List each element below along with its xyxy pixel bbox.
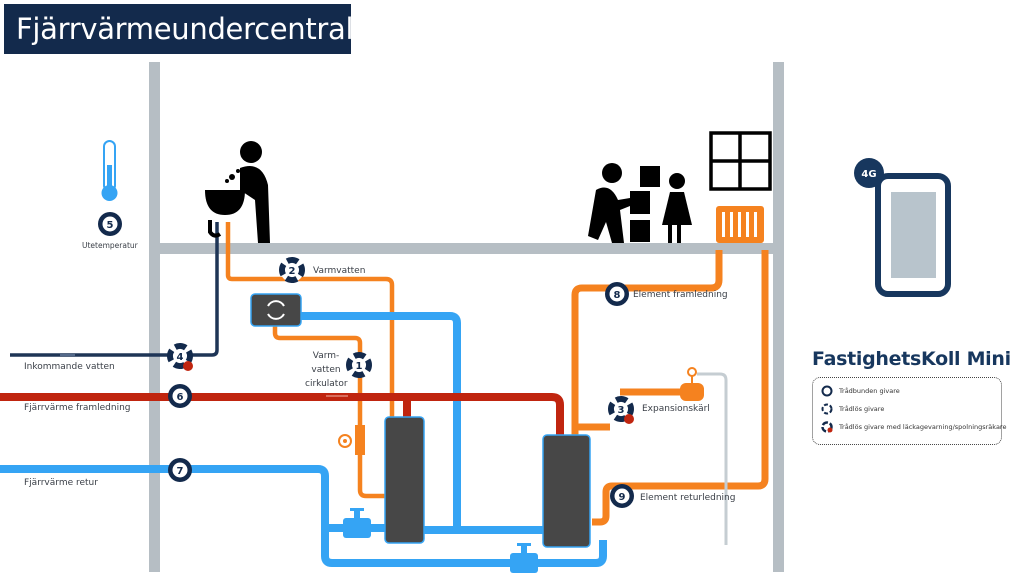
sensor-6-number: 6	[177, 392, 184, 403]
valve-icon	[343, 508, 371, 538]
sensor-1-number: 1	[356, 361, 363, 372]
wall-right	[773, 62, 784, 572]
sensor-8-number: 8	[614, 290, 621, 301]
sensor-4-number: 4	[177, 352, 184, 363]
label-element-framledning: Element framledning	[633, 290, 728, 300]
sensor-2-number: 2	[289, 266, 296, 277]
expansion-vessel-icon	[680, 367, 728, 545]
radiator-icon	[716, 206, 764, 243]
label-vvc-line: Varm-	[312, 351, 340, 361]
circulation-box	[250, 293, 302, 327]
fastighetskoll-device-icon	[854, 158, 951, 297]
sensor-3-number: 3	[618, 405, 625, 416]
label-vvc-line: vatten	[311, 365, 341, 375]
wireless-leak-sensor-icon	[821, 421, 833, 433]
legend-label: Trådbunden givare	[839, 387, 900, 395]
label-fjarrvarme-framledning: Fjärrvärme framledning	[24, 403, 131, 413]
legend-label: Trådlös givare med läckagevarning/spolni…	[839, 423, 1007, 431]
wired-sensor-icon	[821, 385, 833, 397]
legend: Trådbunden givare Trådlös givare Trådlös…	[812, 377, 1006, 445]
pipe-incoming-water	[10, 222, 219, 357]
sensor-3[interactable]	[607, 395, 634, 424]
pipe-return-blue	[0, 312, 607, 567]
legend-item-wired: Trådbunden givare	[821, 384, 900, 398]
sensor-2[interactable]	[278, 256, 305, 283]
label-utetemperatur: Utetemperatur	[82, 241, 138, 250]
person-washing-icon	[205, 141, 270, 243]
heat-exchanger-hot-water	[384, 416, 425, 544]
page-title: Fjärrvärmeundercentral	[4, 4, 354, 54]
label-fjarrvarme-retur: Fjärrvärme retur	[24, 478, 98, 488]
legend-label: Trådlös givare	[839, 405, 885, 413]
sensor-4[interactable]	[166, 342, 193, 371]
label-vvc-line: cirkulator	[305, 379, 348, 389]
family-playing-icon	[588, 163, 692, 243]
window-icon	[709, 131, 772, 191]
label-expansionskarl: Expansionskärl	[642, 404, 710, 414]
sensor-7-number: 7	[177, 466, 184, 477]
floor	[149, 243, 784, 254]
pipe-element-circuit	[571, 250, 769, 526]
circulation-pump-icon	[338, 425, 365, 455]
legend-item-wireless: Trådlös givare	[821, 402, 884, 416]
label-varmvatten: Varmvatten	[313, 266, 366, 276]
valve-icon	[510, 543, 538, 573]
wireless-sensor-icon	[821, 403, 833, 415]
cycle-icon	[267, 300, 285, 307]
brand-title: FastighetsKoll Mini	[812, 348, 1011, 370]
sensor-9-number: 9	[619, 492, 626, 503]
heat-exchanger-heating	[542, 434, 591, 548]
label-element-returledning: Element returledning	[640, 493, 736, 503]
4g-badge: 4G	[861, 169, 876, 180]
legend-item-wireless-leak: Trådlös givare med läckagevarning/spolni…	[821, 420, 1006, 434]
sensor-5-number: 5	[107, 220, 114, 231]
pipe-hot-water	[225, 222, 395, 499]
label-vvc: Varm- vatten cirkulator	[305, 349, 348, 391]
sensor-1[interactable]	[345, 351, 372, 378]
label-inkommande-vatten: Inkommande vatten	[24, 362, 115, 372]
pipe-district-supply	[0, 393, 564, 437]
thermometer-icon	[101, 140, 118, 201]
wall-left	[149, 62, 160, 572]
